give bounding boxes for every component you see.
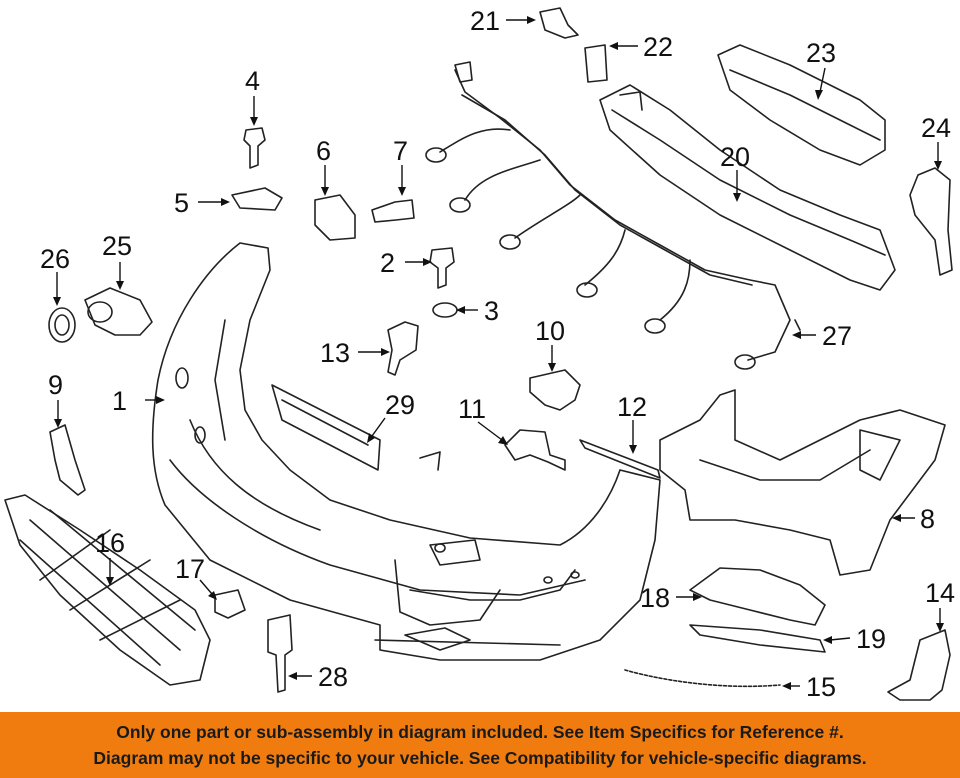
wire-part-15 [624,669,781,688]
callout-11: 11 [458,394,486,424]
callout-8: 8 [920,504,935,534]
disclaimer-banner: Only one part or sub-assembly in diagram… [0,712,960,778]
callout-22: 22 [643,32,673,62]
callout-2: 2 [380,248,395,278]
grille-part [4,494,211,686]
energy-absorber-part [717,44,886,166]
callout-9: 9 [48,370,63,400]
callout-27: 27 [822,321,852,351]
callout-25: 25 [102,231,132,261]
callout-23: 23 [806,38,836,68]
disclaimer-line-1: Only one part or sub-assembly in diagram… [116,722,844,742]
wiring-harness-part [425,61,801,370]
callout-29: 29 [385,390,415,420]
callout-numbers: 1 2 3 4 5 6 7 8 9 10 11 12 13 14 15 16 1… [40,6,955,702]
callout-20: 20 [720,142,750,172]
callout-10: 10 [535,316,565,346]
impact-bar-part [599,84,896,291]
bolt-part-4 [243,127,266,169]
nut-part-22 [584,44,608,83]
callout-1: 1 [112,386,127,416]
callout-6: 6 [316,136,331,166]
fog-lamp-trim-part [689,567,826,626]
bracket-part-13 [387,321,419,376]
trim-part-19 [689,624,826,653]
callout-19: 19 [856,624,886,654]
callout-7: 7 [393,136,408,166]
bumper-cover-part [151,242,661,661]
callout-16: 16 [95,528,125,558]
trim-strip-part [579,439,661,479]
callout-4: 4 [245,66,260,96]
callout-leaders [53,16,944,690]
exploded-parts-diagram: 1 2 3 4 5 6 7 8 9 10 11 12 13 14 15 16 1… [4,6,955,702]
bulb-part-6 [314,194,356,241]
bracket-part-14 [887,629,951,701]
callout-26: 26 [40,244,70,274]
sensor-part-25 [84,287,153,336]
license-bracket-part [271,384,441,471]
bumper-bracket-part [659,389,946,576]
callout-5: 5 [174,188,189,218]
callout-24: 24 [921,113,951,143]
fastener-part-7 [371,199,415,223]
clip-part-21 [539,7,579,39]
callout-17: 17 [175,554,205,584]
clip-part-5 [231,187,283,211]
disclaimer-line-2: Diagram may not be specific to your vehi… [93,748,867,768]
bracket-part-9 [49,424,86,496]
callout-28: 28 [318,662,348,692]
callout-21: 21 [470,6,500,36]
sensor-bracket-part-10 [529,369,581,411]
bolt-part-2 [429,247,455,289]
washer-part-3 [432,302,458,318]
callout-15: 15 [806,672,836,702]
bracket-part-24 [909,167,953,276]
clip-part-11 [504,429,566,471]
callout-3: 3 [484,296,499,326]
sensor-ring-part [48,307,76,343]
callout-18: 18 [640,583,670,613]
callout-12: 12 [617,392,647,422]
callout-14: 14 [925,578,955,608]
callout-13: 13 [320,338,350,368]
sensor-part-17 [214,589,246,619]
sensor-part-28 [267,614,293,693]
